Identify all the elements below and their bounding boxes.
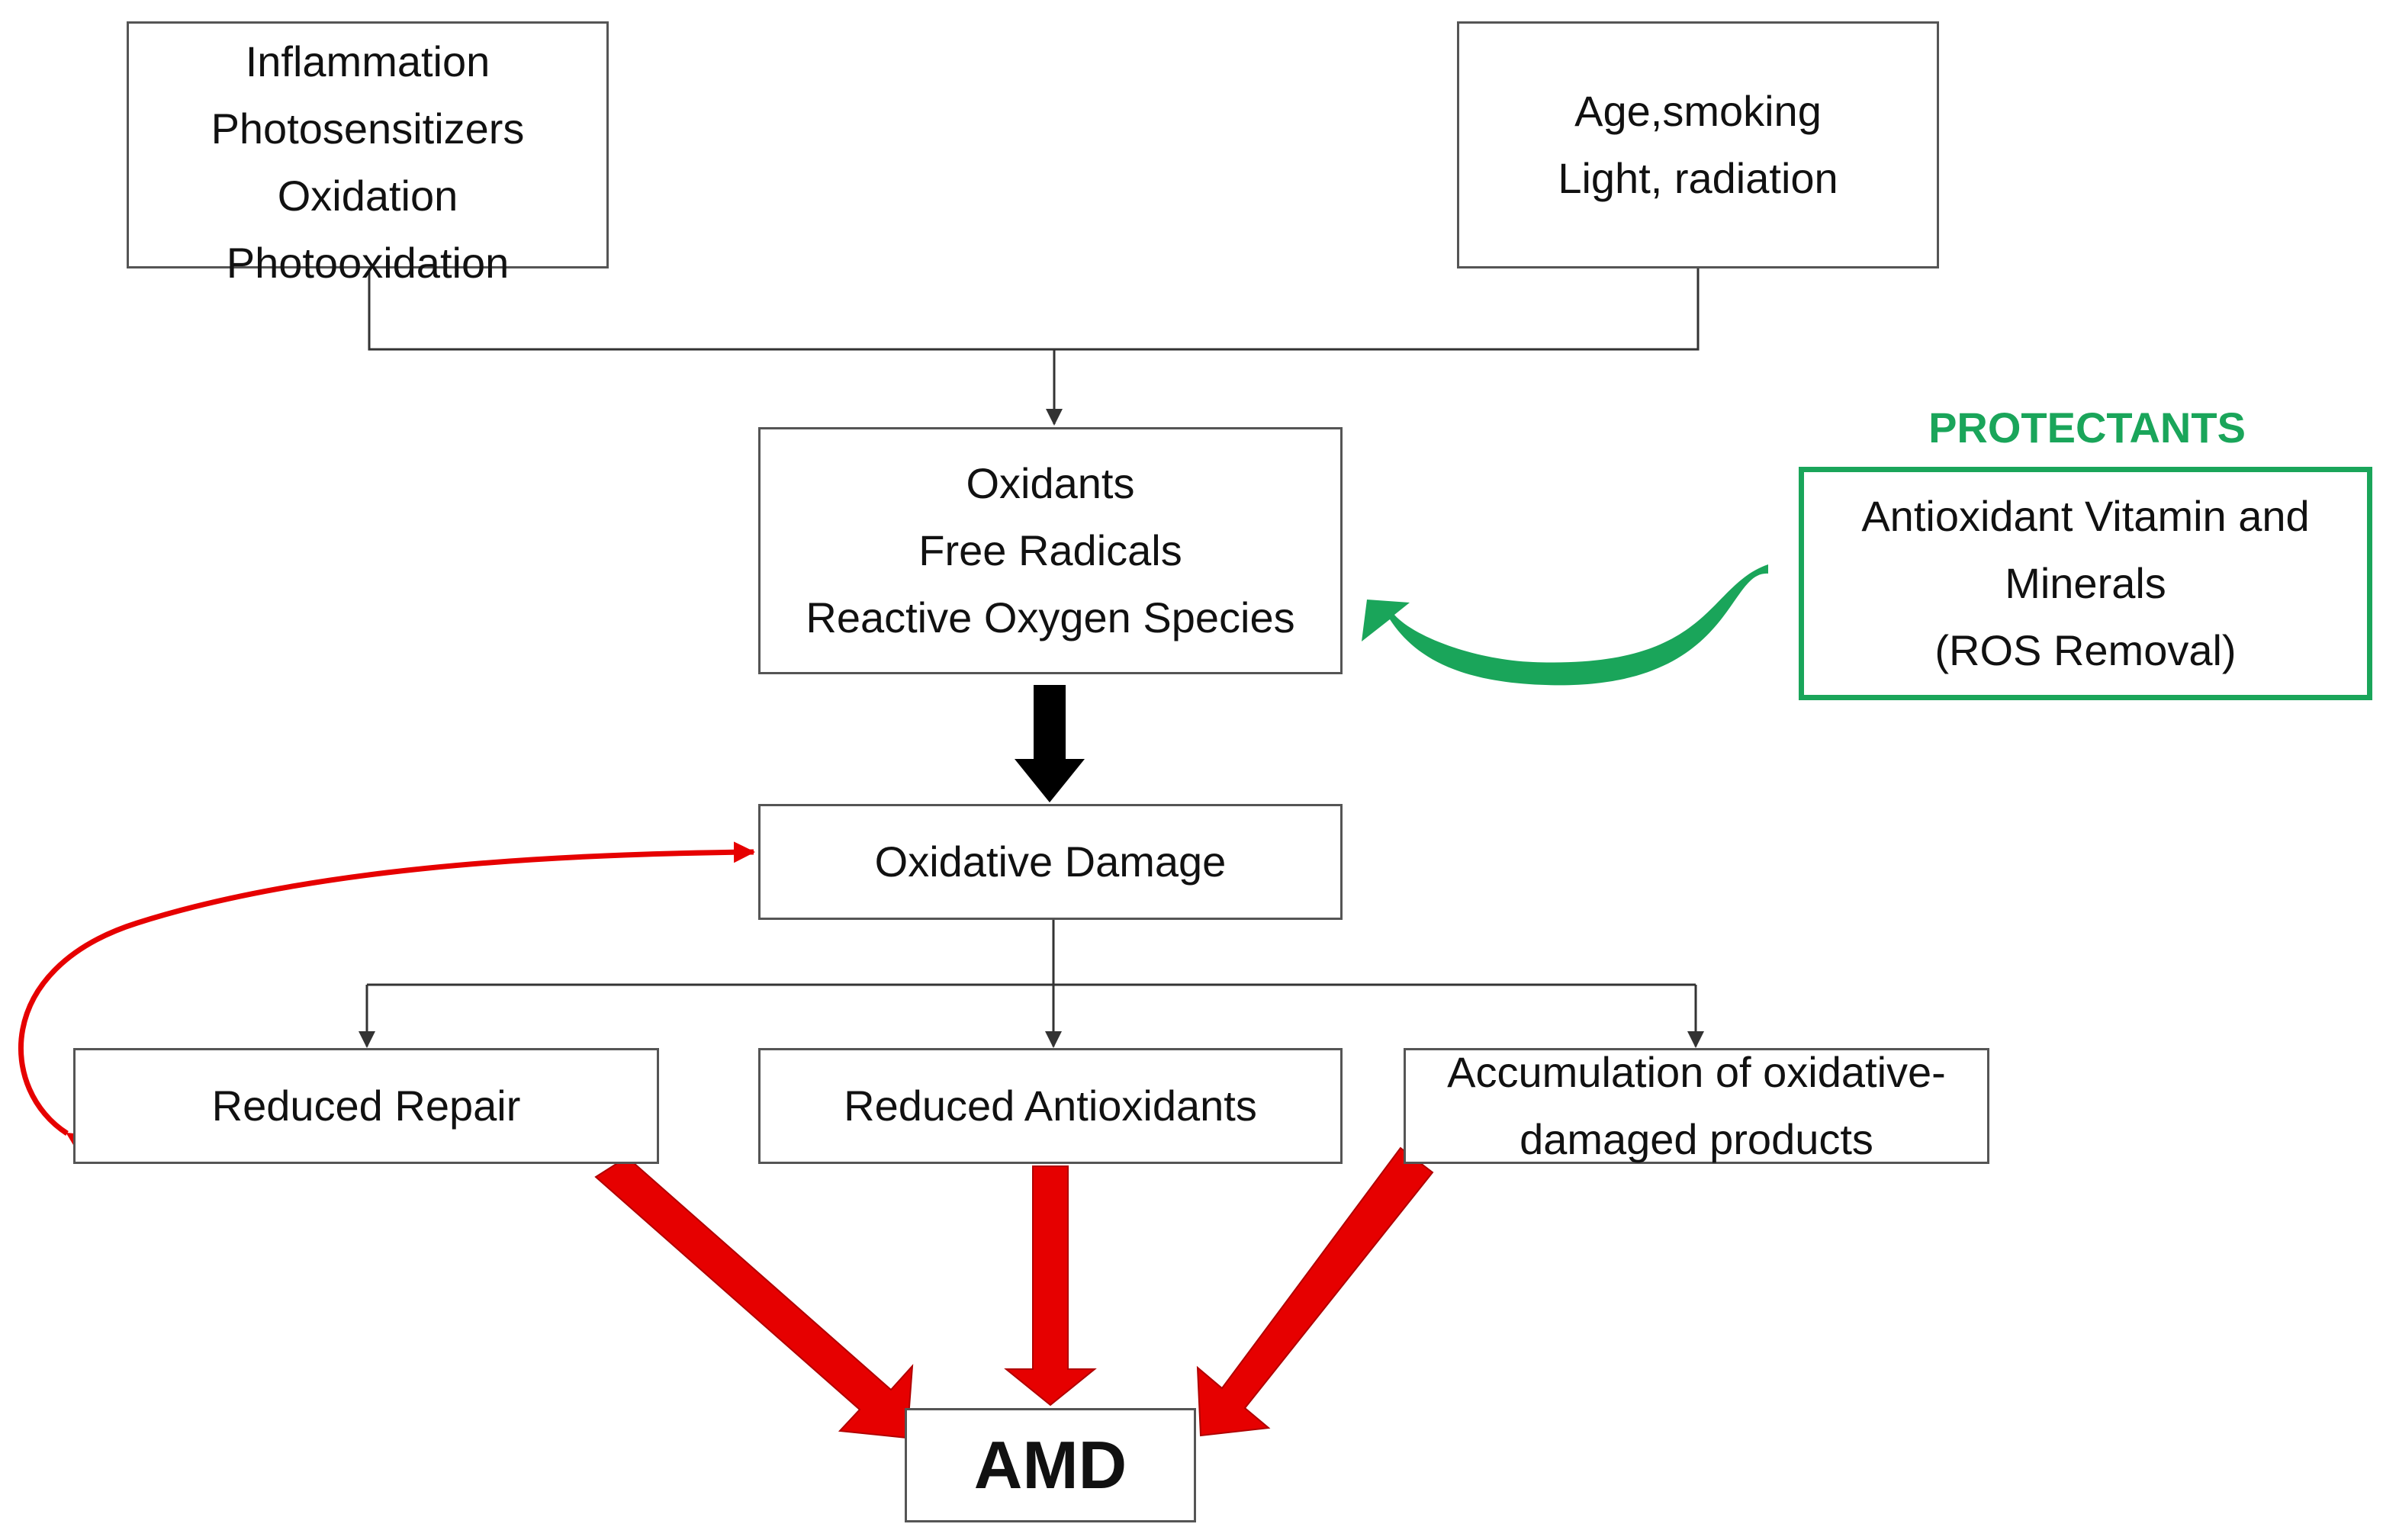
reduced-repair-box: Reduced Repair: [73, 1048, 659, 1164]
triggers-line: Photosensitizers: [211, 104, 525, 153]
protectants-title: PROTECTANTS: [1928, 403, 2246, 452]
amd-label: AMD: [973, 1427, 1127, 1503]
accumulation-to-amd-arrow: [1196, 1146, 1434, 1437]
protectant-arrow: [1362, 564, 1768, 686]
reduced-repair-line: Reduced Repair: [211, 1082, 521, 1130]
oxidative-damage-line: Oxidative Damage: [874, 838, 1227, 886]
risk-factors-line: Age,smoking: [1574, 87, 1822, 135]
oxidative-damage-box: Oxidative Damage: [758, 804, 1343, 920]
protectants-line: (ROS Removal): [1934, 626, 2237, 674]
branch-connector: [367, 920, 1696, 986]
risk-factors-line: Light, radiation: [1558, 154, 1838, 202]
protectants-line: Antioxidant Vitamin and: [1861, 492, 2310, 540]
triggers-line: Inflammation: [245, 37, 490, 85]
oxidants-box: Oxidants Free Radicals Reactive Oxygen S…: [758, 427, 1343, 674]
oxidants-line: Reactive Oxygen Species: [806, 593, 1295, 641]
feedback-loop-arrow: [18, 841, 755, 1153]
oxidants-to-damage-arrow: [1015, 685, 1085, 802]
triggers-box: Inflammation Photosensitizers Oxidation …: [127, 21, 609, 287]
protectants-box: Antioxidant Vitamin and Minerals (ROS Re…: [1799, 467, 2372, 700]
triggers-line: Photooxidation: [226, 239, 510, 287]
reduced-antioxidants-box: Reduced Antioxidants: [758, 1048, 1343, 1164]
risk-factors-box: Age,smoking Light, radiation: [1457, 21, 1939, 268]
accumulation-box: Accumulation of oxidative- damaged produ…: [1404, 1048, 1989, 1164]
triggers-line: Oxidation: [277, 172, 458, 220]
antioxidants-to-amd-arrow: [1004, 1165, 1097, 1407]
amd-box: AMD: [905, 1408, 1196, 1522]
reduced-antioxidants-line: Reduced Antioxidants: [844, 1082, 1257, 1130]
oxidants-line: Free Radicals: [918, 526, 1182, 574]
protectants-line: Minerals: [2005, 559, 2166, 607]
merge-connector: [368, 268, 1700, 424]
accumulation-line: Accumulation of oxidative-: [1447, 1048, 1946, 1096]
accumulation-line: damaged products: [1520, 1115, 1873, 1163]
oxidants-line: Oxidants: [966, 459, 1135, 507]
repair-to-amd-arrow: [594, 1156, 914, 1439]
